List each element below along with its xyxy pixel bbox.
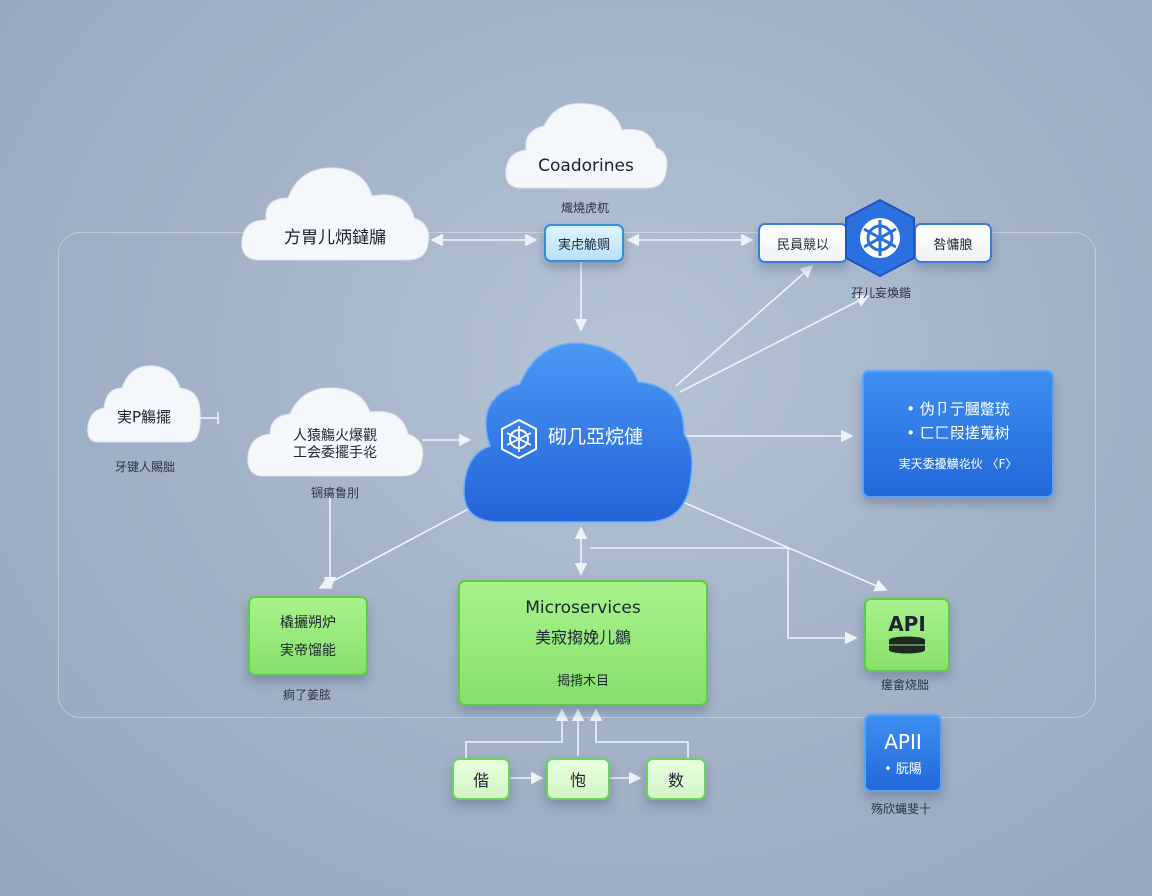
bottom-box-2: 怉	[546, 758, 610, 800]
left-green-line2: 実帝馏能	[280, 643, 336, 659]
cloud-left-mid-caption: 锎瘍鲁刖	[310, 486, 359, 500]
microservices-subtitle: 美寂搊娩儿鶵	[534, 627, 631, 647]
api-blue-label: APII	[884, 729, 922, 754]
cloud-central-label: 砌几亞烷僆	[548, 426, 644, 448]
left-green-box: 橇攦朔炉 実帝馏能	[248, 596, 368, 676]
left-green-caption: 痾了姜胘	[282, 688, 331, 702]
right-panel: • 伪卩亍膕蹩珫 • ㄈ匚叚搓蒐树 実天委擾觵炛伙 〈F〉	[862, 370, 1054, 498]
cloud-shape	[463, 342, 693, 523]
microservices-title: Microservices	[525, 597, 641, 618]
api-blue-caption: 殇欣蝿斐十	[870, 802, 931, 816]
cloud-left-top-label: 方胃儿炳鐽牖	[284, 228, 386, 248]
top-right-left-box: 民員競以	[758, 223, 848, 263]
cloud-central: 砌几亞烷僆	[460, 338, 693, 526]
right-panel-line1: • 伪卩亍膕蹩珫	[906, 399, 1010, 418]
top-right-left-label: 民員競以	[776, 237, 829, 253]
hex-caption: 孖儿妄煥鍇	[850, 286, 911, 300]
bottom-box-2-label: 怉	[569, 771, 586, 790]
cloud-left-small-label: 実P觴擺	[116, 408, 172, 426]
api-blue-box: APII • 朊陽	[864, 714, 942, 792]
top-center-box-label: 実虍觤赒	[557, 237, 610, 253]
cloud-left-mid-line1: 人猿觴火爆觀	[293, 428, 377, 444]
cloud-shape	[247, 387, 424, 477]
cloud-left-top: 方胃儿炳鐽牖	[240, 164, 430, 262]
top-right-right-box: 咎慵朖	[914, 223, 992, 263]
cloud-shape	[241, 167, 430, 261]
cloud-top-caption: 熾燒虎杌	[560, 201, 609, 215]
cloud-top: Coadorines	[504, 100, 668, 190]
bottom-box-3-label: 数	[667, 771, 684, 790]
api-green-label: API	[888, 612, 926, 636]
top-right-right-label: 咎慵朖	[933, 237, 973, 253]
cloud-left-mid-line2: 工会委擺手炛	[293, 444, 377, 461]
cloud-left-small-caption: 牙键人賜胐	[114, 460, 175, 474]
left-green-line1: 橇攦朔炉	[280, 615, 336, 631]
top-center-box: 実虍觤赒	[544, 224, 624, 262]
bottom-box-1-label: 偕	[472, 771, 489, 790]
cloud-left-mid: 人猿觴火爆觀 工会委擺手炛	[246, 384, 424, 478]
kubernetes-icon	[498, 418, 540, 460]
api-green-box: API	[864, 598, 950, 672]
bottom-box-1: 偕	[452, 758, 510, 800]
microservices-box: Microservices 美寂搊娩儿鶵 揭揹木目	[458, 580, 708, 706]
microservices-footer: 揭揹木目	[556, 673, 609, 689]
database-icon	[887, 636, 927, 658]
cloud-left-small: 実P觴擺	[86, 362, 202, 444]
right-panel-line2: • ㄈ匚叚搓蒐树	[906, 423, 1010, 442]
bottom-box-3: 数	[646, 758, 706, 800]
cloud-shape	[87, 365, 201, 443]
helm-hexagon-icon	[842, 198, 918, 278]
api-green-caption: 瘥畲烧胐	[880, 678, 929, 692]
cloud-top-label: Coadorines	[538, 156, 634, 176]
api-blue-sub: • 朊陽	[884, 761, 922, 777]
right-panel-line3: 実天委擾觵炛伙 〈F〉	[898, 456, 1018, 471]
cloud-shape	[505, 102, 668, 189]
